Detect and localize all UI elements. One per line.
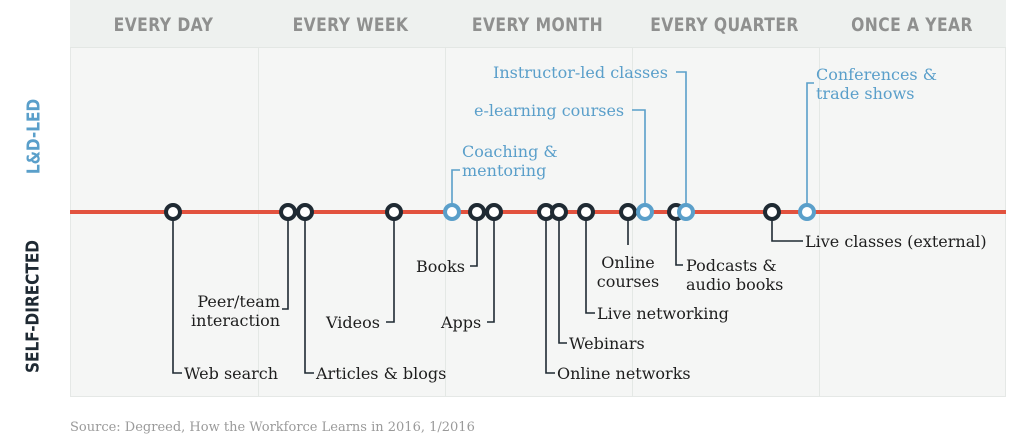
label-instructor-led: Instructor-led classes [493, 63, 668, 82]
leader-apps [487, 212, 495, 323]
leader-peer-team [282, 212, 289, 310]
marker-elearning [636, 203, 654, 221]
marker-web-search [164, 203, 182, 221]
label-podcasts: Podcasts & audio books [686, 256, 784, 294]
leader-books [470, 212, 478, 267]
column-divider [258, 0, 259, 397]
column-divider [445, 0, 446, 397]
frequency-grid [70, 0, 1006, 397]
marker-conferences [798, 203, 816, 221]
leader-podcasts [675, 212, 683, 266]
column-header-once-a-year: ONCE A YEAR [851, 14, 973, 36]
marker-webinars [550, 203, 568, 221]
label-books: Books [416, 257, 465, 276]
marker-apps [485, 203, 503, 221]
leader-elearning [632, 109, 646, 212]
label-online-networks: Online networks [557, 364, 691, 383]
leader-coaching [451, 169, 460, 212]
column-header-every-day: EVERY DAY [113, 14, 214, 36]
label-live-classes-external: Live classes (external) [805, 232, 987, 251]
marker-peer-team [279, 203, 297, 221]
label-online-courses: Online courses [596, 253, 660, 291]
column-header-every-month: EVERY MONTH [471, 14, 604, 36]
frequency-header [70, 0, 1006, 48]
marker-live-classes-external [763, 203, 781, 221]
source-note: Source: Degreed, How the Workforce Learn… [70, 420, 475, 435]
marker-videos [385, 203, 403, 221]
marker-articles-blogs [296, 203, 314, 221]
column-divider [632, 0, 633, 397]
leader-videos [386, 212, 395, 323]
leader-webinars [558, 212, 567, 344]
leader-instructor-led [676, 71, 687, 212]
label-apps: Apps [441, 313, 482, 332]
marker-live-networking [577, 203, 595, 221]
marker-instructor-led [677, 203, 695, 221]
label-videos: Videos [326, 313, 380, 332]
label-conferences: Conferences & trade shows [816, 65, 937, 103]
leader-articles-blogs [304, 212, 314, 374]
marker-books [468, 203, 486, 221]
leader-live-classes-external [771, 212, 803, 242]
label-elearning: e-learning courses [474, 101, 625, 120]
label-live-networking: Live networking [597, 304, 729, 323]
column-header-every-quarter: EVERY QUARTER [650, 14, 799, 36]
column-divider [819, 0, 820, 397]
leader-web-search [172, 212, 182, 374]
column-header-every-week: EVERY WEEK [292, 14, 409, 36]
leader-online-networks [545, 212, 555, 374]
label-articles-blogs: Articles & blogs [316, 364, 447, 383]
marker-online-courses [619, 203, 637, 221]
marker-coaching [443, 203, 461, 221]
label-coaching: Coaching & mentoring [462, 142, 558, 180]
label-peer-team: Peer/team interaction [191, 292, 280, 330]
label-webinars: Webinars [569, 334, 645, 353]
leader-conferences [806, 82, 814, 212]
label-web-search: Web search [184, 364, 279, 383]
leader-live-networking [585, 212, 595, 314]
